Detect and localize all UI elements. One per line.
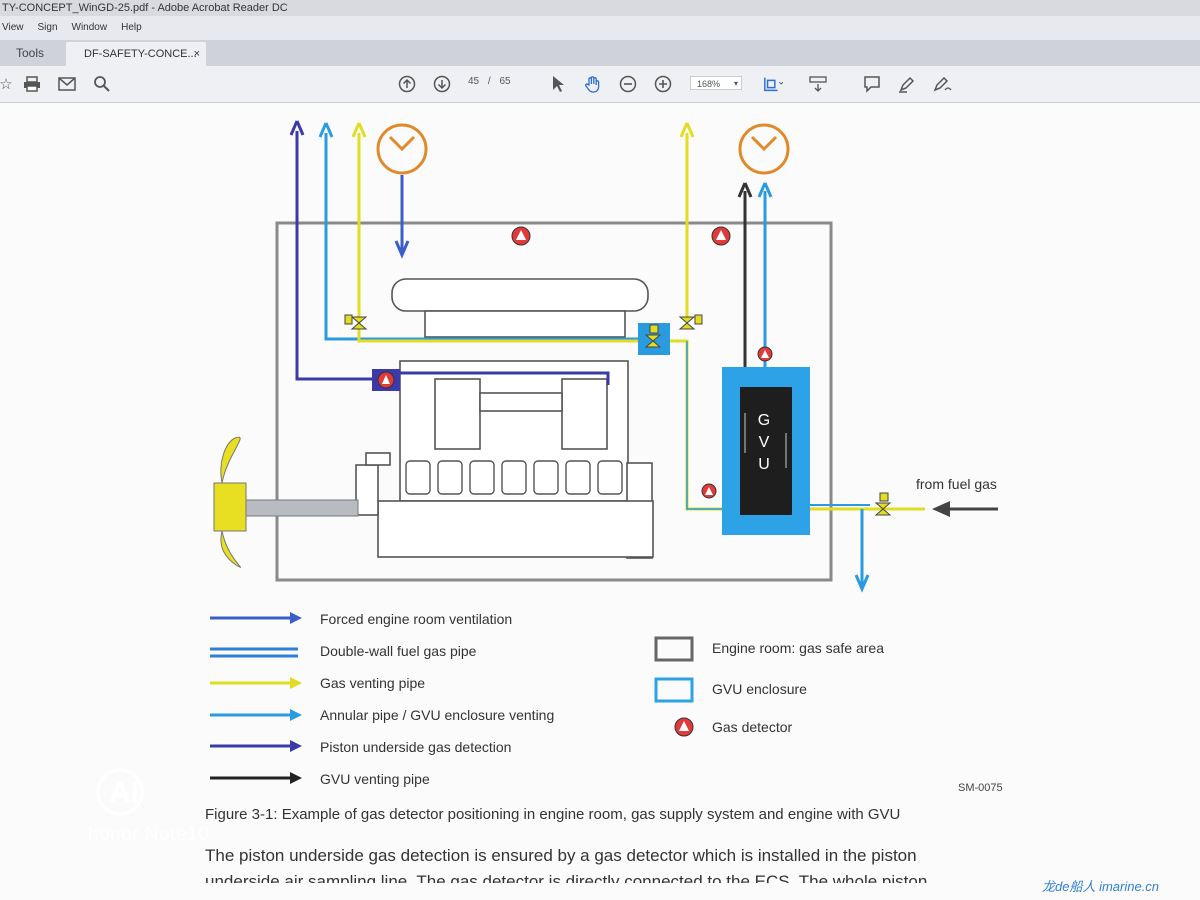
fan-right-icon [738,123,790,175]
ai-logo-icon [96,768,144,816]
engine-drawing [355,278,654,559]
legend-engine-room: Engine room: gas safe area [712,640,884,656]
watermark-logo-text: AI [109,776,139,809]
engine-room-box [275,221,833,582]
corner-watermark: 龙de船人 imarine.cn [1042,879,1160,894]
zoom-in-icon[interactable] [653,74,673,94]
from-fuel-gas-label: from fuel gas [916,476,997,492]
engine-cylinders [405,460,623,495]
window-title: TY-CONCEPT_WinGD-25.pdf - Adobe Acrobat … [0,0,1200,16]
diagram-code: SM-0075 [958,782,1003,794]
zoom-select[interactable]: 168% ▾ [690,76,742,90]
menu-view[interactable]: View [2,22,24,33]
mail-icon[interactable] [57,74,77,94]
page-total: 65 [499,76,511,87]
comment-icon[interactable] [862,74,882,94]
annular-pipe-line [324,133,650,341]
star-icon[interactable]: ☆ [0,76,13,93]
piston-underside-line [295,131,385,381]
toolbar: ☆ 45 / 65 168% ▾ [0,66,1200,103]
figure-caption: Figure 3-1: Example of gas detector posi… [205,806,901,823]
gas-detection-diagram [210,120,998,784]
gvu-letter-v: V [758,434,770,451]
legend-piston-underside: Piston underside gas detection [320,739,512,755]
page-indicator[interactable]: 45 / 65 [468,76,511,87]
gvu-unit [740,387,792,515]
menu-window[interactable]: Window [71,22,108,33]
legend-symbols [210,612,694,784]
sign-icon[interactable] [933,74,953,94]
gvu-letter-g: G [757,412,771,429]
body-paragraph-cutoff: underside air sampling line. The gas det… [205,872,928,891]
propeller [213,436,247,568]
pointer-icon[interactable] [548,74,568,94]
fan-left-icon [376,123,428,175]
tab-bar: Tools DF-SAFETY-CONCE... × [0,40,1200,66]
arrow-up-icon[interactable] [397,74,417,94]
valve-fuel [874,492,892,516]
zoom-out-icon[interactable] [618,74,638,94]
hand-icon[interactable] [583,74,603,94]
legend-annular-pipe: Annular pipe / GVU enclosure venting [320,707,555,723]
watermark-brand: honor Note10 [88,824,210,845]
gas-detector-icons [377,226,773,499]
menu-bar: View Sign Window Help [0,22,142,38]
gvu-letter-u: U [758,456,770,473]
menu-help[interactable]: Help [121,22,142,33]
legend-gvu-venting: GVU venting pipe [320,771,430,787]
valve-left [344,314,368,330]
scroll-mode-icon[interactable] [808,74,828,94]
valve-right [678,314,703,330]
print-icon[interactable] [22,74,42,94]
chevron-down-icon: ▾ [733,79,738,88]
search-icon[interactable] [92,74,112,94]
legend-double-wall-pipe: Double-wall fuel gas pipe [320,643,477,659]
body-paragraph: The piston underside gas detection is en… [205,846,917,865]
highlight-icon[interactable] [897,74,917,94]
arrow-down-icon[interactable] [432,74,452,94]
tab-document-label: DF-SAFETY-CONCE... [84,48,197,60]
page-separator: / [487,76,491,87]
tab-tools[interactable]: Tools [15,46,44,60]
zoom-value: 168% [697,79,721,89]
legend-gvu-enclosure: GVU enclosure [712,681,807,697]
menu-sign[interactable]: Sign [37,22,58,33]
page-current[interactable]: 45 [468,76,480,87]
legend-forced-ventilation: Forced engine room ventilation [320,611,513,627]
tab-document[interactable]: DF-SAFETY-CONCE... × [66,42,206,66]
legend-gas-venting: Gas venting pipe [320,675,426,691]
legend-gas-detector: Gas detector [712,719,793,735]
close-tab-icon[interactable]: × [193,48,200,60]
fit-page-icon[interactable] [763,74,783,94]
propeller-shaft [245,499,359,517]
